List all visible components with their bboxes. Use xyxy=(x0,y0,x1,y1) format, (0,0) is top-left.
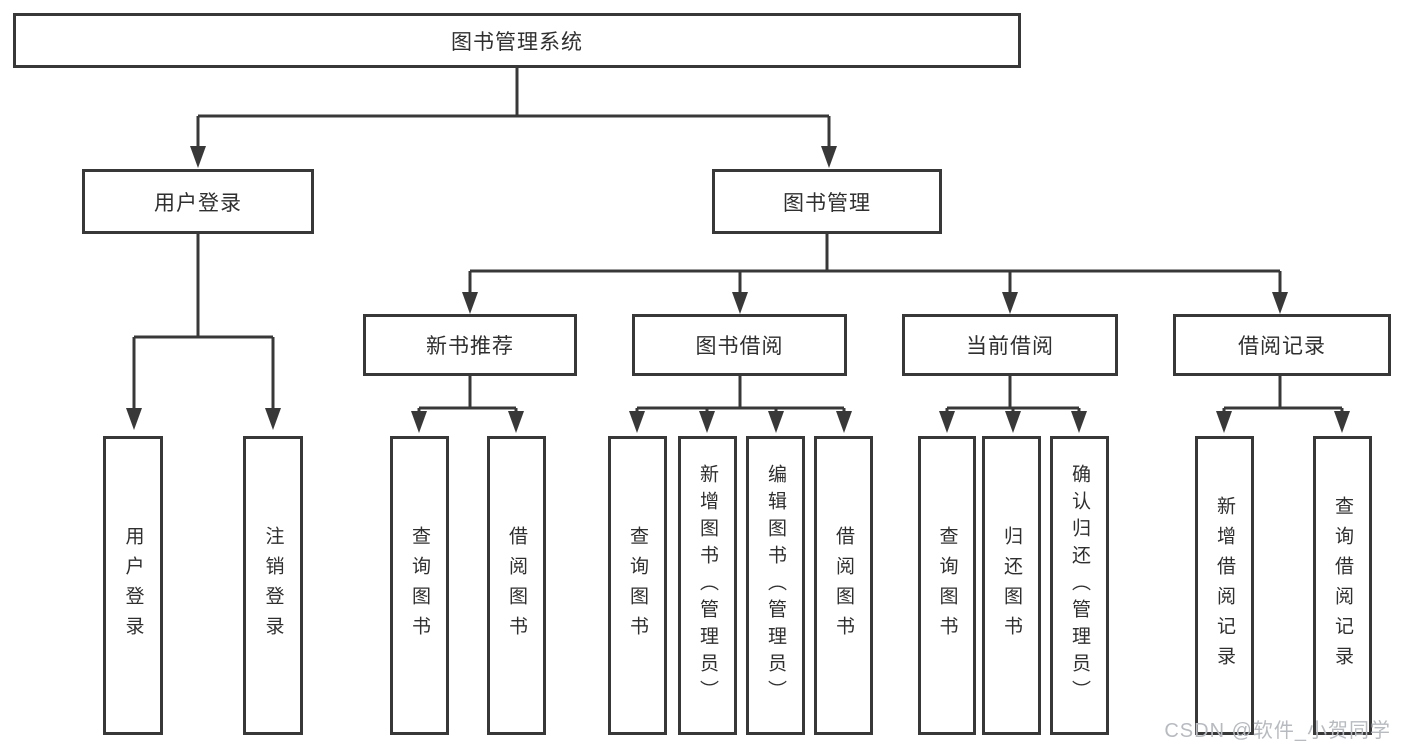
leaf-user-login: 用户登录 xyxy=(103,436,163,735)
arrow-icon xyxy=(126,408,142,430)
arrow-icon xyxy=(1002,292,1018,314)
arrow-icon xyxy=(821,146,837,168)
node-root-library-management-system: 图书管理系统 xyxy=(13,13,1021,68)
node-label: 借阅记录 xyxy=(1238,335,1326,358)
leaf-records-add-record: 新增借阅记录 xyxy=(1195,436,1254,735)
arrow-icon xyxy=(836,411,852,433)
leaf-borrow-borrow-books: 借阅图书 xyxy=(814,436,873,735)
node-label: 查询图书 xyxy=(627,525,648,646)
node-label: 确认归还（管理员） xyxy=(1069,464,1090,707)
leaf-borrow-query-books: 查询图书 xyxy=(608,436,667,735)
node-label: 查询借阅记录 xyxy=(1332,495,1353,676)
leaf-current-confirm-return-admin: 确认归还（管理员） xyxy=(1050,436,1109,735)
leaf-current-query-books: 查询图书 xyxy=(918,436,976,735)
leaf-borrow-edit-books-admin: 编辑图书（管理员） xyxy=(746,436,805,735)
edge-book-borrow-children xyxy=(635,376,846,413)
node-current-borrow: 当前借阅 xyxy=(902,314,1118,376)
node-label: 归还图书 xyxy=(1001,525,1022,646)
arrow-icon xyxy=(190,146,206,168)
edge-current-borrow-children xyxy=(945,376,1081,413)
arrow-icon xyxy=(629,411,645,433)
leaf-newbook-borrow-books: 借阅图书 xyxy=(487,436,546,735)
csdn-watermark: CSDN @软件_小贺同学 xyxy=(1164,720,1391,742)
arrow-icon xyxy=(1334,411,1350,433)
node-label: 新增图书（管理员） xyxy=(697,464,718,707)
arrow-icon xyxy=(1272,292,1288,314)
node-label: 新增借阅记录 xyxy=(1214,495,1235,676)
node-label: 借阅图书 xyxy=(506,525,527,646)
arrow-icon xyxy=(411,411,427,433)
node-label: 用户登录 xyxy=(122,525,144,646)
arrow-icon xyxy=(1005,411,1021,433)
leaf-logout: 注销登录 xyxy=(243,436,303,735)
edge-book-management-children xyxy=(468,234,1282,294)
arrow-icon xyxy=(939,411,955,433)
node-label: 图书借阅 xyxy=(695,335,784,358)
node-borrow-records: 借阅记录 xyxy=(1173,314,1391,376)
node-label: 查询图书 xyxy=(409,525,430,646)
node-new-book-recommend: 新书推荐 xyxy=(363,314,577,376)
node-label: 注销登录 xyxy=(262,525,284,646)
arrow-icon xyxy=(1071,411,1087,433)
edge-root-to-level2 xyxy=(196,68,831,148)
arrow-icon xyxy=(1216,411,1232,433)
edge-user-login-children xyxy=(132,234,275,410)
node-label: 图书管理系统 xyxy=(451,30,583,54)
node-book-management: 图书管理 xyxy=(712,169,942,234)
node-label: 当前借阅 xyxy=(966,335,1054,358)
leaf-borrow-add-books-admin: 新增图书（管理员） xyxy=(678,436,737,735)
node-book-borrow: 图书借阅 xyxy=(632,314,847,376)
arrow-icon xyxy=(508,411,524,433)
node-label: 编辑图书（管理员） xyxy=(765,464,786,707)
node-label: 新书推荐 xyxy=(426,335,514,358)
edge-borrow-records-children xyxy=(1222,376,1344,413)
arrow-icon xyxy=(732,292,748,314)
arrow-icon xyxy=(699,411,715,433)
arrow-icon xyxy=(768,411,784,433)
node-user-login: 用户登录 xyxy=(82,169,314,234)
node-label: 图书管理 xyxy=(783,191,871,215)
node-label: 用户登录 xyxy=(154,191,242,215)
leaf-records-query-record: 查询借阅记录 xyxy=(1313,436,1372,735)
edge-new-book-children xyxy=(417,376,518,413)
leaf-current-return-books: 归还图书 xyxy=(982,436,1041,735)
node-label: 查询图书 xyxy=(936,525,958,646)
node-label: 借阅图书 xyxy=(833,525,854,646)
arrow-icon xyxy=(462,292,478,314)
leaf-newbook-query-books: 查询图书 xyxy=(390,436,449,735)
arrow-icon xyxy=(265,408,281,430)
